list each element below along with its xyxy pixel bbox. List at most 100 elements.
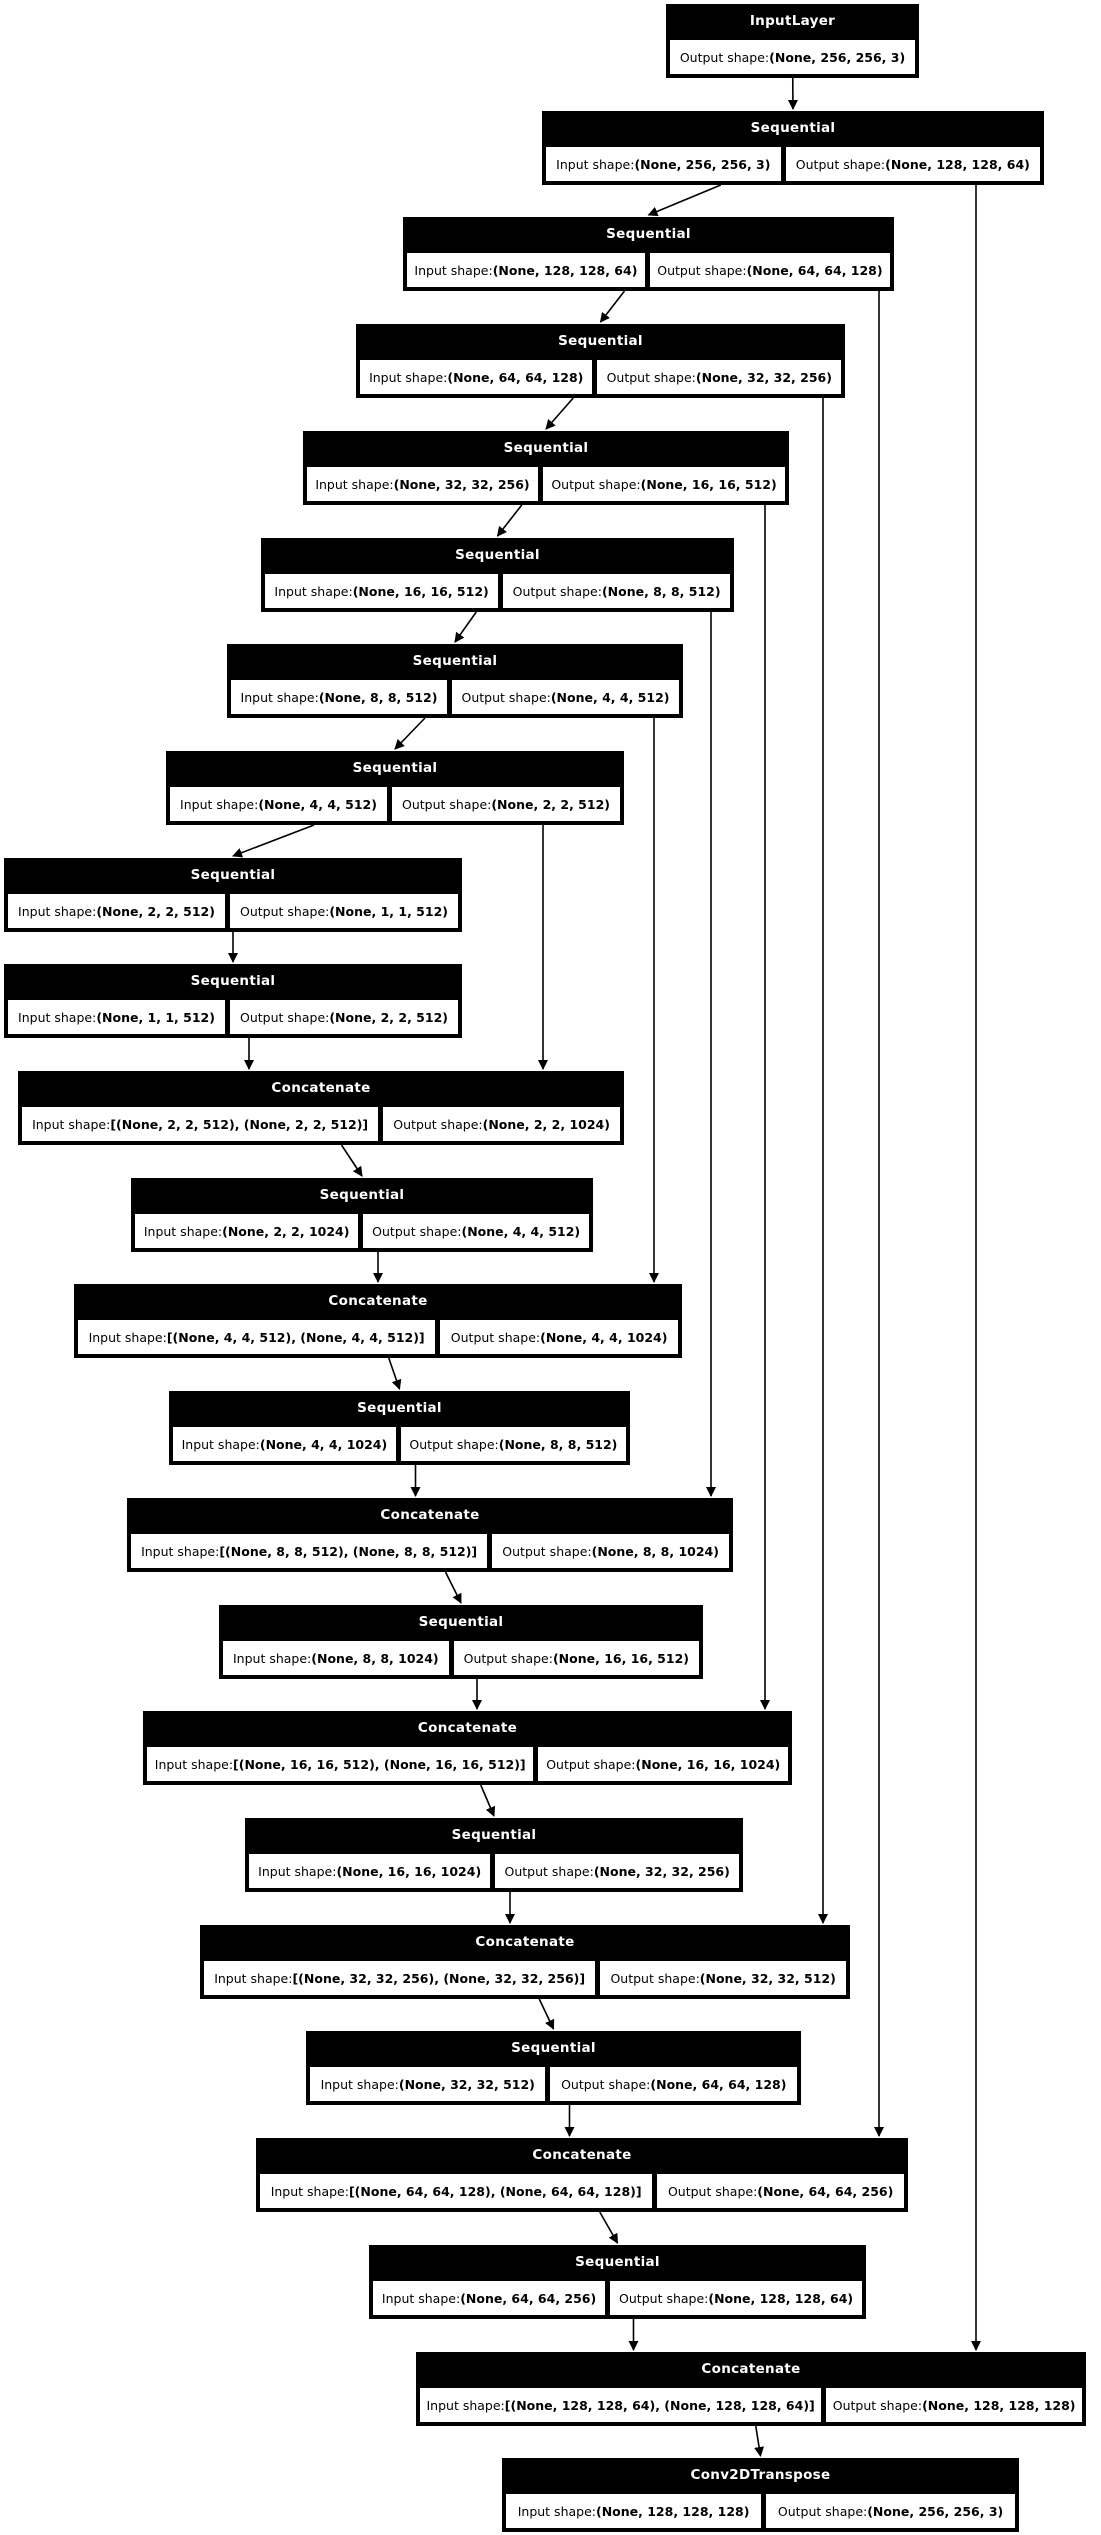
input-shape-value: (None, 16, 16, 1024) <box>336 1863 482 1879</box>
output-shape-cell: Output shape: (None, 64, 64, 256) <box>656 2173 906 2209</box>
chain-edge <box>538 1998 555 2030</box>
output-shape-value: (None, 16, 16, 512) <box>640 476 777 492</box>
input-shape-value: [(None, 8, 8, 512), (None, 8, 8, 512)] <box>219 1543 478 1559</box>
shape-row: Input shape: (None, 128, 128, 64)Output … <box>406 252 892 288</box>
shape-row: Input shape: [(None, 128, 128, 64), (Non… <box>419 2387 1084 2423</box>
input-shape-label: Input shape: <box>240 689 319 705</box>
output-shape-cell: Output shape: (None, 1, 1, 512) <box>228 893 460 929</box>
shape-row: Input shape: (None, 64, 64, 128)Output s… <box>359 359 843 395</box>
output-shape-cell: Output shape: (None, 16, 16, 512) <box>541 466 787 502</box>
output-shape-value: (None, 32, 32, 256) <box>593 1863 730 1879</box>
shape-row: Output shape: (None, 256, 256, 3) <box>669 39 916 75</box>
input-shape-value: (None, 8, 8, 1024) <box>311 1650 439 1666</box>
output-shape-cell: Output shape: (None, 128, 128, 128) <box>825 2387 1084 2423</box>
shape-row: Input shape: [(None, 2, 2, 512), (None, … <box>21 1106 622 1142</box>
input-shape-label: Input shape: <box>426 2397 505 2413</box>
chain-edge <box>444 1571 462 1604</box>
output-shape-cell: Output shape: (None, 128, 128, 64) <box>784 146 1042 182</box>
input-shape-label: Input shape: <box>141 1543 220 1559</box>
shape-row: Input shape: (None, 4, 4, 1024)Output sh… <box>172 1426 627 1462</box>
output-shape-value: (None, 64, 64, 256) <box>757 2183 894 2199</box>
input-shape-cell: Input shape: [(None, 128, 128, 64), (Non… <box>419 2387 823 2423</box>
chain-edge <box>647 184 722 217</box>
shape-row: Input shape: (None, 1, 1, 512)Output sha… <box>7 999 460 1035</box>
shape-row: Input shape: (None, 128, 128, 128) Output… <box>505 2493 1016 2529</box>
shape-row: Input shape: [(None, 32, 32, 256), (None… <box>203 1960 848 1996</box>
output-shape-cell: Output shape: (None, 8, 8, 1024) <box>491 1533 731 1569</box>
layer-type-label: Sequential <box>418 1614 504 1630</box>
output-shape-label: Output shape: <box>504 1863 594 1879</box>
input-shape-value: (None, 32, 32, 512) <box>398 2076 535 2092</box>
output-shape-value: (None, 16, 16, 1024) <box>635 1756 781 1772</box>
input-shape-label: Input shape: <box>381 2290 461 2306</box>
output-shape-label: Output shape: <box>463 1650 553 1666</box>
output-shape-value: (None, 32, 32, 512) <box>699 1970 836 1986</box>
input-shape-label: Input shape: <box>18 1009 97 1025</box>
input-shape-label: Input shape: <box>143 1223 223 1239</box>
output-shape-cell: Output shape: (None, 64, 64, 128) <box>549 2066 799 2102</box>
input-shape-value: (None, 128, 128, 128) <box>596 2503 750 2519</box>
input-shape-cell: Input shape: (None, 16, 16, 512) <box>264 573 500 609</box>
output-shape-value: (None, 128, 128, 64) <box>708 2290 854 2306</box>
output-shape-label: Output shape: <box>610 1970 700 1986</box>
shape-row: Input shape: (None, 16, 16, 512)Output s… <box>264 573 732 609</box>
output-shape-cell: Output shape: (None, 256, 256, 3) <box>765 2493 1016 2529</box>
shape-row: Input shape: (None, 32, 32, 512)Output s… <box>309 2066 799 2102</box>
layer-type-label: Sequential <box>606 226 691 242</box>
output-shape-cell: Output shape: (None, 32, 32, 256) <box>494 1853 741 1889</box>
output-shape-value: (None, 4, 4, 512) <box>461 1223 581 1239</box>
output-shape-label: Output shape: <box>409 1436 499 1452</box>
output-shape-cell: Output shape: (None, 2, 2, 512) <box>228 999 460 1035</box>
input-shape-cell: Input shape: [(None, 64, 64, 128), (None… <box>259 2173 654 2209</box>
input-shape-value: (None, 2, 2, 512) <box>96 903 215 919</box>
layer-type-label: Sequential <box>750 120 836 136</box>
shape-row: Input shape: [(None, 16, 16, 512), (None… <box>146 1746 790 1782</box>
input-shape-value: (None, 4, 4, 1024) <box>259 1436 388 1452</box>
output-shape-value: (None, 128, 128, 64) <box>885 156 1030 172</box>
input-shape-value: [(None, 2, 2, 512), (None, 2, 2, 512)] <box>110 1116 369 1132</box>
output-shape-cell: Output shape: (None, 2, 2, 512) <box>390 786 622 822</box>
output-shape-label: Output shape: <box>546 1756 636 1772</box>
input-shape-cell: Input shape: (None, 1, 1, 512) <box>7 999 226 1035</box>
output-shape-label: Output shape: <box>777 2503 868 2519</box>
shape-row: Input shape: (None, 4, 4, 512)Output sha… <box>169 786 622 822</box>
input-shape-cell: Input shape: (None, 2, 2, 512) <box>7 893 226 929</box>
output-shape-label: Output shape: <box>561 2076 651 2092</box>
input-shape-cell: Input shape: (None, 4, 4, 512) <box>169 786 388 822</box>
input-shape-value: (None, 2, 2, 1024) <box>222 1223 350 1239</box>
input-shape-label: Input shape: <box>315 476 394 492</box>
output-shape-label: Output shape: <box>240 903 330 919</box>
input-shape-label: Input shape: <box>517 2503 596 2519</box>
output-shape-value: (None, 256, 256, 3) <box>769 49 906 65</box>
input-shape-cell: Input shape: (None, 64, 64, 128) <box>359 359 594 395</box>
shape-row: Input shape: (None, 32, 32, 256)Output s… <box>306 466 787 502</box>
output-shape-value: (None, 8, 8, 512) <box>498 1436 618 1452</box>
shape-row: Input shape: (None, 2, 2, 1024)Output sh… <box>134 1213 590 1249</box>
chain-edge <box>480 1784 496 1817</box>
layer-type-label: Concatenate <box>532 2147 632 2163</box>
layer-type-label: Sequential <box>511 2040 596 2056</box>
input-shape-label: Input shape: <box>154 1756 234 1772</box>
input-shape-cell: Input shape: (None, 32, 32, 512) <box>309 2066 547 2102</box>
chain-edge <box>340 1144 363 1177</box>
input-shape-value: (None, 4, 4, 512) <box>258 796 377 812</box>
input-shape-cell: Input shape: (None, 8, 8, 1024) <box>222 1640 450 1676</box>
input-shape-cell: Input shape: (None, 128, 128, 64) <box>406 252 646 288</box>
output-shape-cell: Output shape: (None, 16, 16, 1024) <box>537 1746 790 1782</box>
layer-type-label: Sequential <box>558 333 643 349</box>
chain-edge <box>387 1357 402 1390</box>
output-shape-value: (None, 64, 64, 128) <box>746 262 883 278</box>
output-shape-value: (None, 16, 16, 512) <box>552 1650 689 1666</box>
shape-row: Input shape: (None, 2, 2, 512)Output sha… <box>7 893 460 929</box>
